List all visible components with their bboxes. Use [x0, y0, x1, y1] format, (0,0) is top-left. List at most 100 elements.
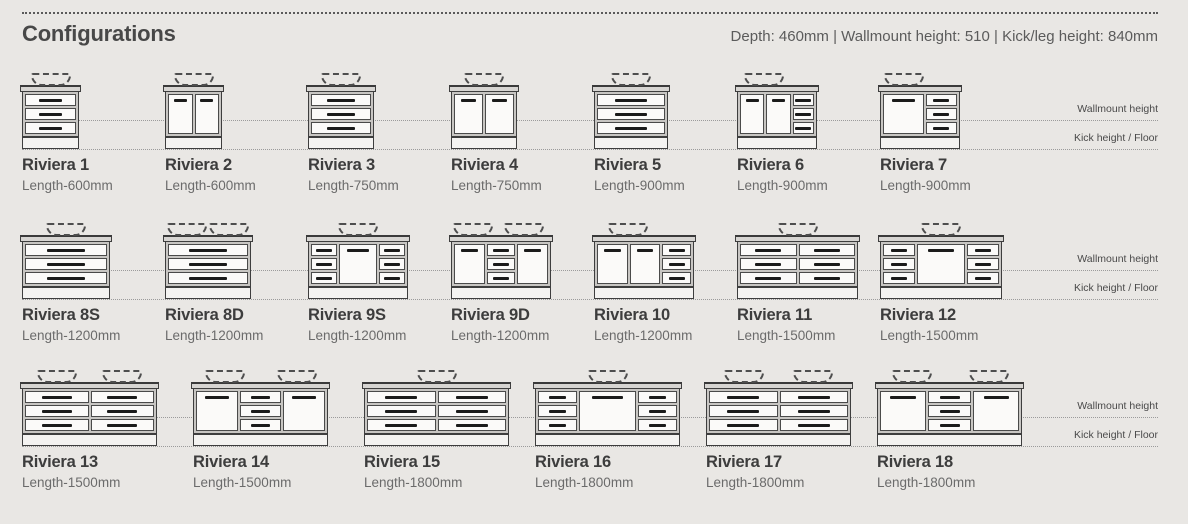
- basin-outline-icon: [167, 223, 208, 236]
- cabinet: [306, 71, 376, 149]
- drawer-handle: [727, 395, 760, 399]
- config-name: Riviera 15: [364, 453, 440, 471]
- cabinet-body: [737, 92, 817, 137]
- cabinet-drawing: [735, 70, 880, 150]
- drawer-handle: [107, 409, 137, 413]
- kick-panel: [308, 287, 408, 299]
- door-handle: [460, 99, 477, 102]
- basin-zone: [706, 368, 851, 383]
- basin-zone: [880, 71, 960, 86]
- kick-panel: [535, 434, 680, 446]
- door-handle: [927, 249, 955, 252]
- cabinet: [878, 221, 1004, 299]
- kick-floor-line: [22, 299, 1158, 300]
- config-name: Riviera 5: [594, 156, 661, 174]
- kick-panel: [737, 137, 817, 149]
- drawer-handle: [385, 423, 418, 427]
- config-length: Length-900mm: [594, 178, 685, 193]
- kick-floor-label: Kick height / Floor: [1073, 132, 1158, 144]
- drawer-handle: [548, 409, 567, 413]
- drawer-handle: [189, 262, 227, 266]
- basin-outline-icon: [173, 73, 214, 86]
- cabinet-drawing: [449, 70, 594, 150]
- drawer: [538, 405, 578, 417]
- cabinet: [20, 368, 159, 446]
- drawer-handle: [548, 423, 567, 427]
- cabinet-drawing: [878, 70, 1023, 150]
- drawer: [311, 108, 371, 120]
- drawer: [25, 258, 107, 270]
- basin-zone: [737, 71, 817, 86]
- countertop: [163, 235, 253, 242]
- kick-panel: [193, 434, 328, 446]
- drawer-handle: [251, 423, 270, 427]
- drawer: [597, 94, 665, 106]
- wallmount-height-line: [22, 120, 1158, 121]
- basin-outline-icon: [608, 223, 648, 236]
- drawer-handle: [939, 423, 960, 427]
- door: [579, 391, 636, 431]
- drawer-handle: [648, 395, 667, 399]
- config-name: Riviera 3: [308, 156, 375, 174]
- countertop: [449, 235, 553, 242]
- basin-outline-icon: [793, 370, 834, 383]
- countertop: [362, 382, 511, 389]
- countertop: [306, 235, 410, 242]
- drawer: [240, 391, 281, 403]
- drawer: [927, 419, 972, 431]
- drawer: [966, 272, 1000, 284]
- drawer: [311, 258, 337, 270]
- config-length: Length-1500mm: [880, 328, 979, 343]
- kick-panel: [737, 287, 858, 299]
- kick-panel: [22, 287, 110, 299]
- drawer-handle: [107, 423, 137, 427]
- kick-panel: [165, 137, 222, 149]
- drawer: [25, 244, 107, 256]
- drawer-stack: [538, 391, 578, 431]
- door: [196, 391, 239, 431]
- kick-panel: [22, 434, 157, 446]
- cabinet-drawing: [163, 70, 308, 150]
- countertop: [191, 382, 330, 389]
- door: [485, 94, 514, 134]
- door-handle: [591, 396, 624, 399]
- drawer-stack: [25, 244, 107, 284]
- drawer: [486, 244, 516, 256]
- config-length: Length-1200mm: [308, 328, 407, 343]
- basin-outline-icon: [884, 73, 924, 86]
- basin-outline-icon: [504, 223, 544, 236]
- basin-zone: [308, 71, 374, 86]
- drawer: [925, 94, 957, 106]
- config-name: Riviera 9D: [451, 306, 530, 324]
- basin-zone: [165, 221, 251, 236]
- drawer: [240, 419, 281, 431]
- drawer-stack: [311, 94, 371, 134]
- drawer: [798, 244, 855, 256]
- drawer: [597, 108, 665, 120]
- cabinet-body: [594, 92, 668, 137]
- config-length: Length-900mm: [880, 178, 971, 193]
- cabinet-body: [22, 389, 157, 434]
- drawer-handle: [933, 112, 950, 116]
- drawer-handle: [797, 395, 830, 399]
- drawer: [798, 258, 855, 270]
- countertop: [163, 85, 224, 92]
- basin-outline-icon: [891, 370, 932, 383]
- drawer-stack: [597, 94, 665, 134]
- cabinet-drawing: [20, 367, 193, 447]
- drawer-handle: [648, 423, 667, 427]
- config-length: Length-1800mm: [535, 475, 634, 490]
- drawer-stack: [168, 244, 248, 284]
- drawer-handle: [46, 262, 86, 266]
- drawer-handle: [797, 409, 830, 413]
- cabinet: [362, 368, 511, 446]
- basin-zone: [165, 71, 222, 86]
- cabinet-body: [880, 242, 1002, 287]
